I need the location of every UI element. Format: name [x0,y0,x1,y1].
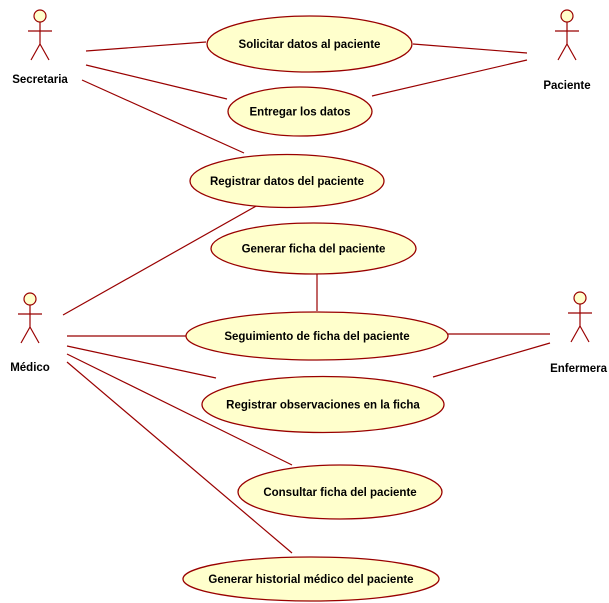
actor-leg-left [30,43,41,61]
actor-head-icon [33,9,47,23]
assoc-paciente-entregar [371,59,528,97]
associations [62,41,551,554]
actor-leg-right [29,326,40,344]
use-case-ellipse [237,464,443,520]
use-case-ellipse [206,15,413,73]
use-case-ellipse [185,311,449,361]
actor-leg-right [39,43,50,61]
assoc-medico-historial [66,361,293,554]
use-case-label: Solicitar datos al paciente [239,39,381,51]
use-case-label: Consultar ficha del paciente [263,487,416,499]
use-case-label: Registrar datos del paciente [210,176,364,188]
use-case-label: Seguimiento de ficha del paciente [224,331,409,343]
actor-leg-right [579,325,590,343]
actor-leg-right [566,43,577,61]
actor-leg-left [570,325,581,343]
use-case-solicitar: Solicitar datos al paciente [206,15,413,73]
use-case-label: Generar historial médico del paciente [208,574,413,586]
use-case-label: Entregar los datos [250,107,351,119]
actor-label: Enfermera [550,363,607,375]
actor-label: Médico [10,362,50,374]
use-case-ellipse [227,86,373,137]
use-case-ellipse [210,222,417,275]
actor-medico: Médico [10,292,50,374]
use-case-generar-ficha: Generar ficha del paciente [210,222,417,275]
assoc-secretaria-registrar [81,79,245,154]
actor-head-icon [573,291,587,305]
actor-label: Secretaria [12,74,68,86]
use-case-ellipse [201,375,445,434]
actor-paciente: Paciente [543,9,591,92]
use-case-label: Registrar observaciones en la ficha [226,400,420,412]
use-case-consultar: Consultar ficha del paciente [237,464,443,520]
actor-leg-left [20,326,31,344]
use-case-ellipse [189,153,385,209]
use-case-entregar: Entregar los datos [227,86,373,137]
assoc-secretaria-solicitar [85,41,207,52]
actor-head-icon [23,292,37,306]
use-case-historial: Generar historial médico del paciente [182,556,440,602]
use-case-label: Generar ficha del paciente [242,244,386,256]
use-case-seguimiento: Seguimiento de ficha del paciente [185,311,449,361]
actor-enfermera: Enfermera [550,291,608,375]
assoc-medico-observaciones [66,345,217,379]
use-case-ellipse [182,556,440,602]
actor-label: Paciente [543,80,590,92]
assoc-paciente-solicitar [412,43,528,54]
use-case-registrar-datos: Registrar datos del paciente [189,153,385,209]
assoc-medico-consultar [66,353,293,466]
actor-leg-left [557,43,568,61]
assoc-secretaria-entregar [85,64,228,100]
assoc-enfermera-observaciones [432,342,551,378]
assoc-medico-registrar [62,204,259,316]
actor-head-icon [560,9,574,23]
use-case-registrar-observaciones: Registrar observaciones en la ficha [201,375,445,434]
actor-secretaria: Secretaria [12,9,68,86]
